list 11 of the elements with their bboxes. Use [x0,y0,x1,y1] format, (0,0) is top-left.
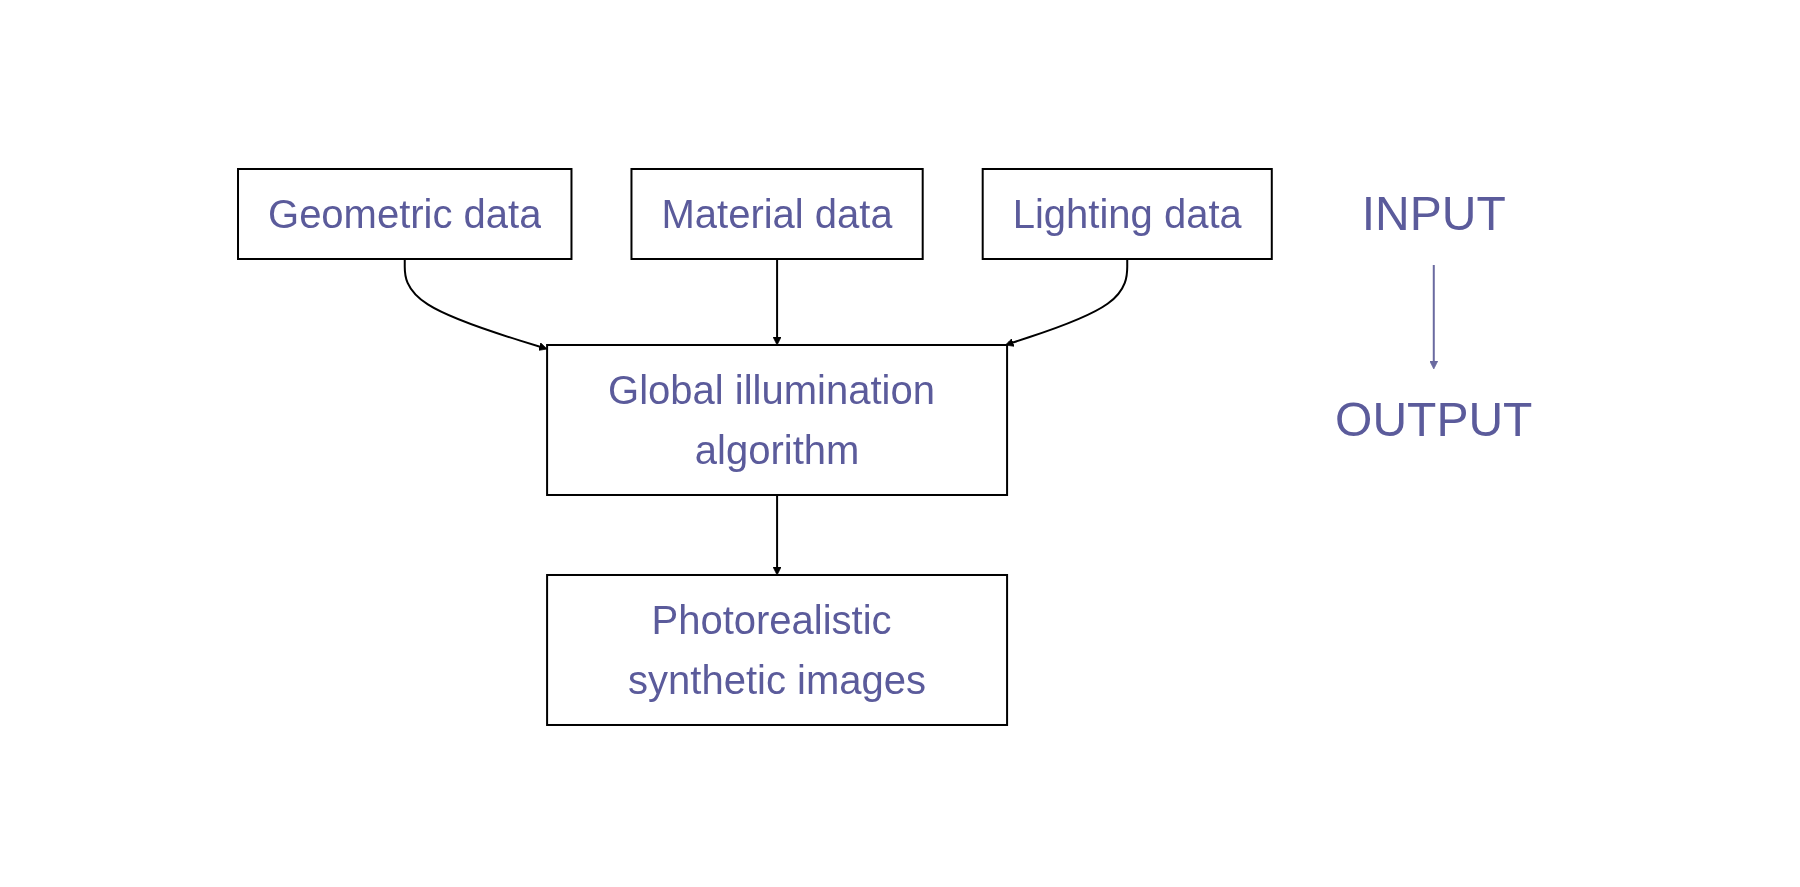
node-text: OUTPUT [1334,392,1533,446]
node-box: Material data [630,167,924,260]
arrow [772,493,782,575]
node-box: Global illumination algorithm [545,343,1008,496]
node-box: Photorealistic synthetic images [545,573,1008,726]
arrow [772,257,782,345]
arrow [1004,257,1128,347]
node-box: Lighting data [981,167,1273,260]
node-text: INPUT [1361,186,1506,240]
arrow [1429,263,1438,369]
node-box: Geometric data [236,167,573,260]
